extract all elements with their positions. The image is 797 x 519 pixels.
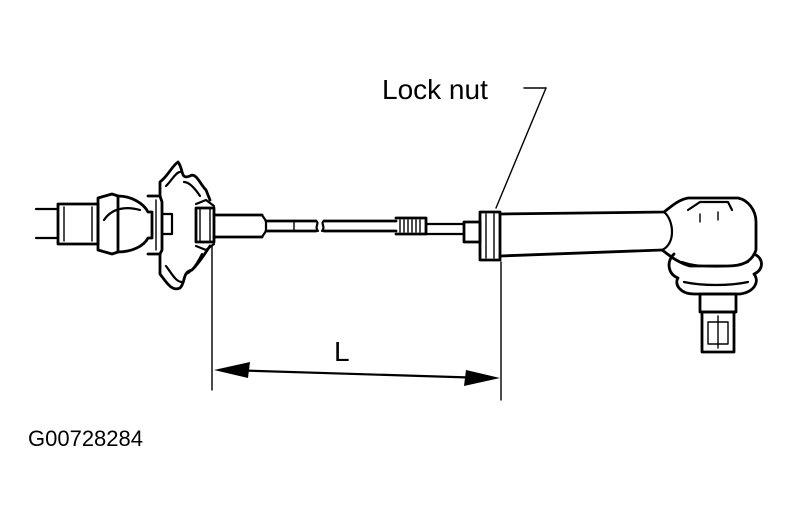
rack-shaft [34,207,60,240]
rack-boot [158,160,212,291]
rack-end-hex [56,202,100,246]
inner-tie-rod [212,213,320,239]
tie-rod-end [498,196,758,268]
dimension-label: L [334,336,350,367]
lock-nut [478,210,502,262]
figure-id: G00728284 [28,426,143,451]
tie-rod-break [320,219,398,233]
boot-clamp [194,198,216,252]
inner-ball-joint [96,192,164,256]
lock-nut-label: Lock nut [382,74,488,105]
ball-stud [698,292,738,354]
threaded-section [394,216,482,244]
dimension-l [211,245,502,401]
lock-nut-leader [495,87,547,209]
